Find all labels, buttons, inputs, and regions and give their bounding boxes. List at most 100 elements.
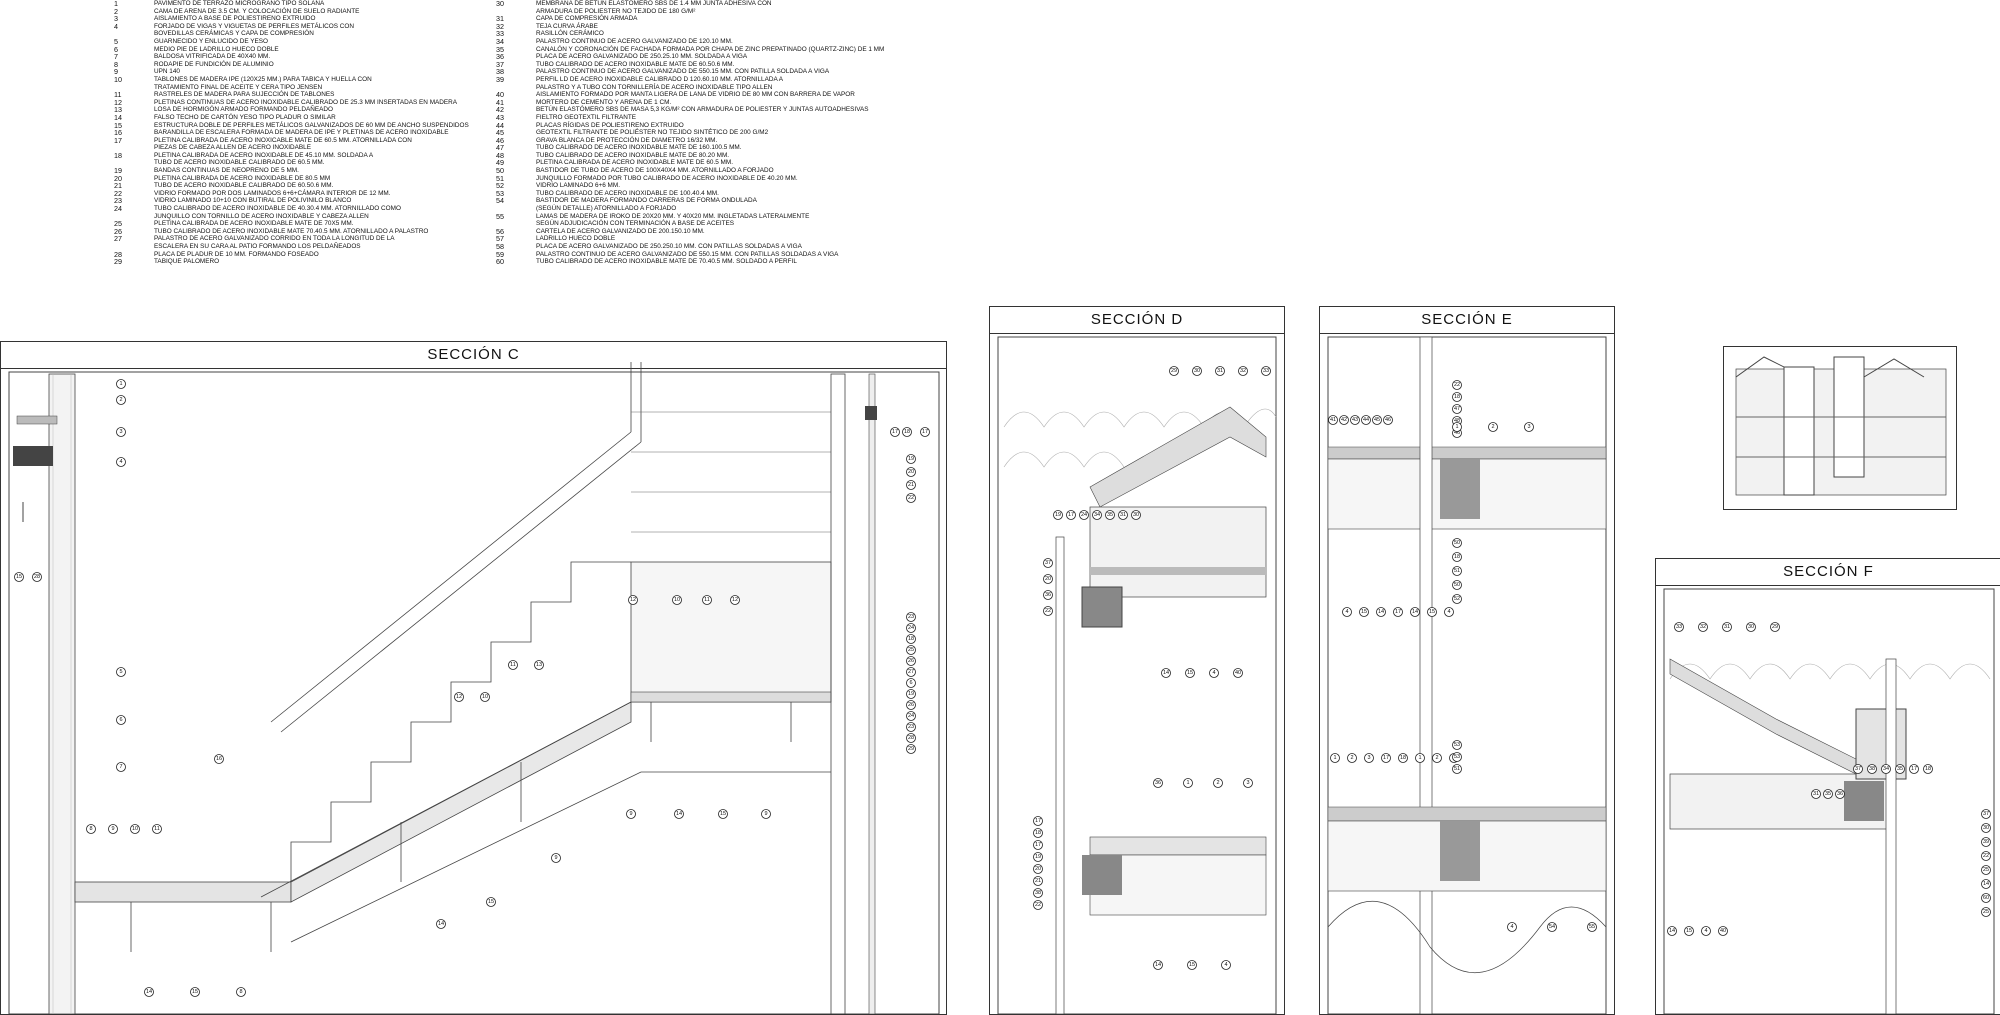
callout-number: 19 (908, 691, 914, 697)
callout-number: 34 (1883, 766, 1889, 772)
callout-bubble: 4 (1507, 922, 1517, 932)
callout-bubble: 22 (1981, 851, 1991, 861)
legend-number: 55 (496, 211, 504, 221)
callout-number: 20 (908, 469, 914, 475)
callout-bubble: 2 (1213, 778, 1223, 788)
legend-text: PALASTRO Y A TUBO CON TORNILLERÍA DE ACE… (536, 83, 773, 91)
callout-number: 20 (1035, 866, 1041, 872)
legend-number: 30 (496, 0, 504, 8)
callout-number: 37 (1983, 811, 1989, 817)
legend-text: UPN 140 (154, 68, 180, 76)
callout-number: 38 (1035, 890, 1041, 896)
legend-text: PERFIL LD DE ACERO INOXIDABLE CALIBRADO … (536, 75, 784, 83)
legend-number: 56 (496, 226, 504, 236)
callout-bubble: 18 (1452, 552, 1462, 562)
legend-number: 24 (114, 204, 122, 214)
callout-number: 17 (1035, 818, 1041, 824)
callout-bubble: 6 (906, 678, 916, 688)
legend-number: 1 (114, 0, 118, 8)
callout-number: 17 (1383, 755, 1389, 761)
callout-number: 3 (119, 429, 122, 435)
legend-row: 1 PAVIMENTO DE TERRAZO MICROGRANO TIPO SO… (112, 0, 472, 8)
legend-text: RODAPIE DE FUNDICIÓN DE ALUMINIO (154, 60, 274, 68)
section-d-title: SECCIÓN D (990, 307, 1284, 334)
legend-text: RASTRELES DE MADERA PARA SUJECCIÓN DE TA… (154, 91, 335, 99)
legend-number: 43 (496, 112, 504, 122)
legend-text: FIELTRO GEOTEXTIL FILTRANTE (536, 113, 637, 121)
key-plan-thumbnail (1723, 346, 1957, 510)
legend-text: TRATAMIENTO FINAL DE ACEITE Y CERA TIPO … (154, 83, 323, 91)
callout-bubble: 35 (1895, 764, 1905, 774)
callout-number: 22 (908, 495, 914, 501)
callout-bubble: 28 (32, 572, 42, 582)
callout-bubble: 15 (1187, 960, 1197, 970)
legend-number: 25 (114, 219, 122, 229)
legend-text: MORTERO DE CEMENTO Y ARENA DE 1 cm. (536, 98, 672, 106)
callout-number: 42 (1341, 417, 1347, 423)
callout-bubble: 42 (1339, 415, 1349, 425)
legend-text: BETÚN ELASTÓMERO SBS DE MASA 5,3 kg/m² C… (536, 106, 869, 114)
callout-bubble: 36 (1153, 778, 1163, 788)
legend-text: LAMAS DE MADERA DE IROKO DE 20x20 mm. Y … (536, 212, 810, 220)
legend-text: PAVIMENTO DE TERRAZO MICROGRANO TIPO SOL… (154, 0, 325, 7)
legend-text: VIDRIO LAMINADO 10+10 CON BUTIRAL DE POL… (154, 197, 352, 205)
callout-number: 8 (239, 989, 242, 995)
callout-bubble: 40 (1233, 668, 1243, 678)
callout-number: 40 (1235, 670, 1241, 676)
callout-number: 24 (908, 713, 914, 719)
callout-bubble: 15 (486, 897, 496, 907)
callout-bubble: 14 (144, 987, 154, 997)
legend-number: 47 (496, 143, 504, 153)
callout-number: 14 (676, 811, 682, 817)
callout-number: 32 (1700, 624, 1706, 630)
callout-bubble: 4 (1701, 926, 1711, 936)
callout-bubble: 30 (1131, 510, 1141, 520)
legend-text: LADRILLO HUECO DOBLE (536, 235, 616, 243)
callout-bubble: 14 (1410, 607, 1420, 617)
legend-row: (SEGÚN DETALLE) ATORNILLADO A FORJADO (494, 205, 894, 213)
legend-number: 5 (114, 36, 118, 46)
callout-number: 31 (1217, 368, 1223, 374)
callout-number: 36 (1045, 592, 1051, 598)
legend-text: ESTRUCTURA DOBLE DE PERFILES METÁLICOS G… (154, 121, 469, 129)
callout-bubble: 13 (534, 660, 544, 670)
callout-bubble: 18 (1033, 828, 1043, 838)
callout-number: 28 (908, 735, 914, 741)
callout-bubble: 53 (1452, 740, 1462, 750)
legend-number: 45 (496, 128, 504, 138)
callout-number: 36 (1837, 791, 1843, 797)
callout-number: 18 (1400, 755, 1406, 761)
callout-number: 15 (1361, 609, 1367, 615)
callout-number: 52 (1454, 596, 1460, 602)
legend-text: PALASTRO CONTINUO DE ACERO GALVANIZADO D… (536, 37, 733, 45)
callout-bubble: 18 (1923, 764, 1933, 774)
legend-number: 53 (496, 188, 504, 198)
callout-bubble: 10 (672, 595, 682, 605)
callout-bubble: 53 (1452, 752, 1462, 762)
callout-bubble: 11 (702, 595, 712, 605)
legend-number: 46 (496, 135, 504, 145)
callout-bubble: 38 (1033, 888, 1043, 898)
callout-number: 14 (1983, 881, 1989, 887)
callout-bubble: 24 (906, 623, 916, 633)
legend-text: GRAVA BLANCA DE PROTECCIÓN DE DIAMETRO 1… (536, 136, 718, 144)
callout-number: 55 (1589, 924, 1595, 930)
callout-bubble: 16 (214, 754, 224, 764)
callout-bubble: 12 (628, 595, 638, 605)
legend-text: RASILLÓN CERÁMICO (536, 30, 604, 38)
callout-bubble: 45 (1372, 415, 1382, 425)
legend-text: MEDIO PIE DE LADRILLO HUECO DOBLE (154, 45, 279, 53)
legend-number: 6 (114, 44, 118, 54)
callout-bubble: 14 (1161, 668, 1171, 678)
